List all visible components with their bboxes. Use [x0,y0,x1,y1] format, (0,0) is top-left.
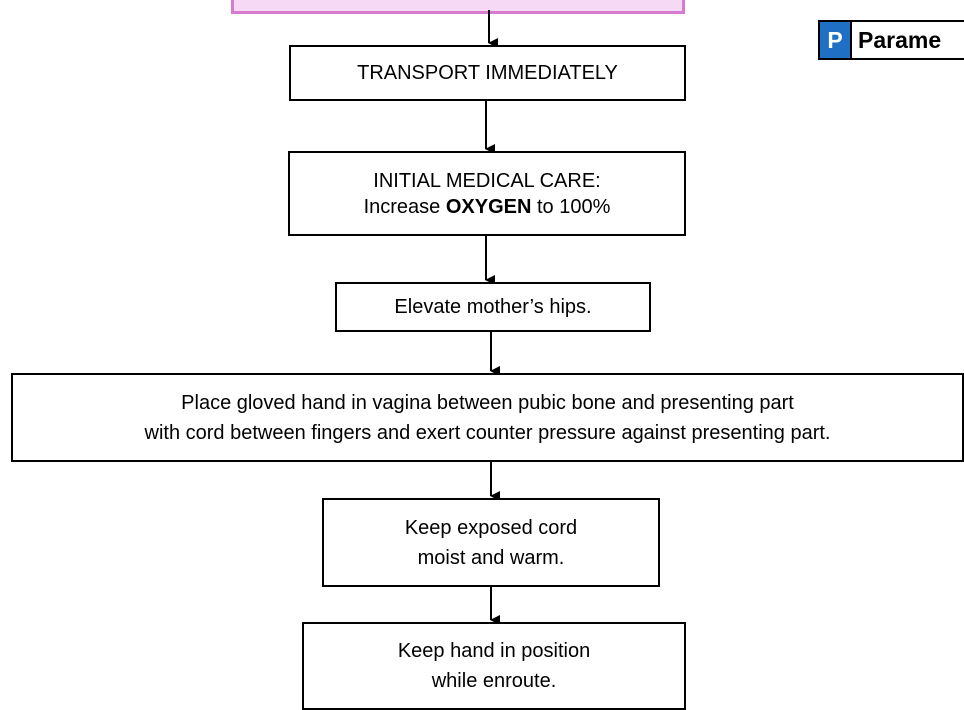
step-keep-cord-line2: moist and warm. [417,546,565,569]
step-initial-care-title: INITIAL MEDICAL CARE: [373,169,601,192]
step-keep-hand-line2: while enroute. [431,670,557,692]
step-place-hand-line1: Place gloved hand in vagina between pubi… [181,391,794,414]
step-place-gloved-hand: Place gloved hand in vagina between pubi… [11,373,964,462]
step-keep-hand-position: Keep hand in position while enroute. [302,622,686,710]
oxygen-drug-name: OXYGEN [445,195,532,218]
step-keep-cord-line1: Keep exposed cord [404,516,578,539]
step-initial-medical-care: INITIAL MEDICAL CARE: Increase OXYGEN to… [288,151,686,236]
paramedic-badge: P Parame [818,20,964,60]
step-elevate-hips-text: Elevate mother’s hips. [394,296,592,318]
paramedic-badge-label: Parame [852,22,942,58]
step-keep-cord-moist: Keep exposed cord moist and warm. [322,498,660,587]
step-initial-care-suffix: to 100% [531,195,611,218]
step-transport-text: TRANSPORT IMMEDIATELY [357,62,618,84]
paramedic-badge-letter: P [820,22,852,58]
step-elevate-hips: Elevate mother’s hips. [335,282,651,332]
step-transport: TRANSPORT IMMEDIATELY [289,45,686,101]
previous-step-box [231,0,685,14]
step-keep-hand-line1: Keep hand in position [397,640,591,662]
step-initial-care-line2: Increase OXYGEN to 100% [364,194,611,220]
step-initial-care-prefix: Increase [363,195,446,218]
step-place-hand-line2: with cord between fingers and exert coun… [144,421,831,444]
